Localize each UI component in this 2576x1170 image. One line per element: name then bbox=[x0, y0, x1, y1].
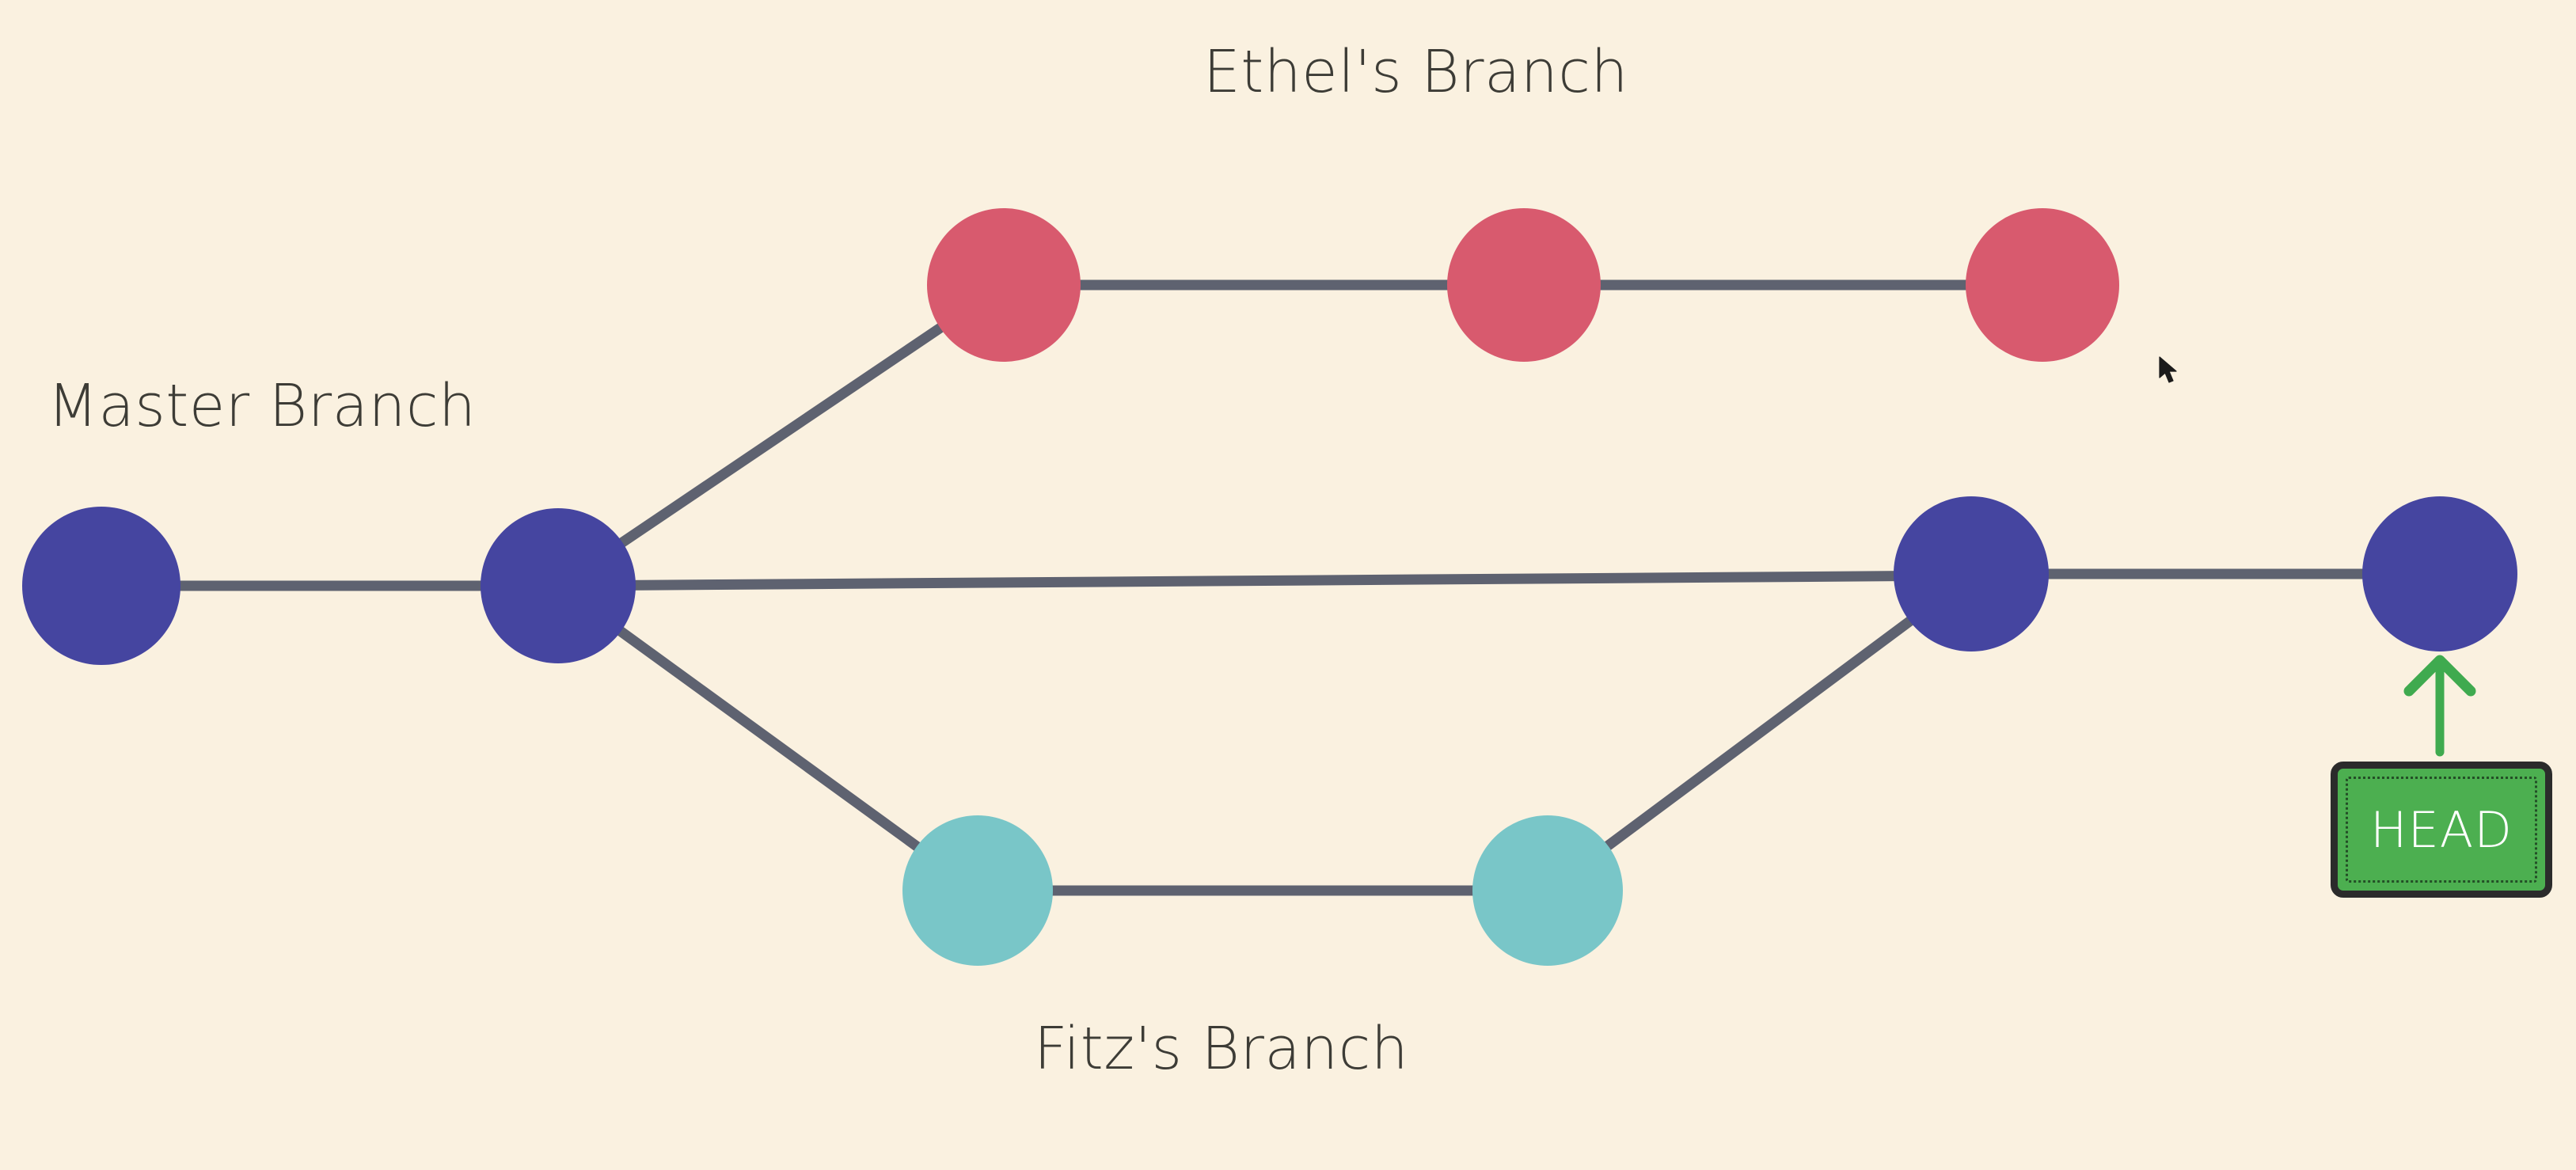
fitz-branch-label: Fitz's Branch bbox=[1034, 1015, 1409, 1083]
edge-group bbox=[101, 279, 2440, 896]
head-arrow-icon bbox=[2403, 655, 2476, 757]
ethel-branch-nodes bbox=[927, 208, 2119, 362]
ethel-branch-label: Ethel's Branch bbox=[1203, 38, 1628, 106]
commit-node-ethel-1[interactable] bbox=[927, 208, 1081, 362]
commit-node-master-3[interactable] bbox=[1894, 496, 2049, 651]
commit-node-fitz-1[interactable] bbox=[902, 815, 1053, 966]
master-branch-label: Master Branch bbox=[47, 372, 477, 440]
commit-node-master-2[interactable] bbox=[481, 508, 636, 663]
commit-node-fitz-2[interactable] bbox=[1472, 815, 1623, 966]
commit-node-master-4[interactable] bbox=[2362, 496, 2517, 651]
edge-m2-m3 bbox=[557, 570, 1972, 591]
master-branch-nodes bbox=[22, 496, 2517, 665]
edge-m2-e1 bbox=[555, 280, 1007, 591]
commit-node-ethel-3[interactable] bbox=[1966, 208, 2119, 362]
edge-f2-m3 bbox=[1544, 571, 1974, 895]
fitz-branch-nodes bbox=[902, 815, 1623, 966]
head-badge[interactable]: HEAD bbox=[2331, 762, 2552, 898]
commit-node-master-1[interactable] bbox=[22, 507, 180, 665]
edge-m2-f1 bbox=[555, 581, 981, 895]
mouse-cursor-icon bbox=[2159, 356, 2177, 383]
head-badge-label: HEAD bbox=[2370, 800, 2513, 859]
commit-node-ethel-2[interactable] bbox=[1447, 208, 1601, 362]
